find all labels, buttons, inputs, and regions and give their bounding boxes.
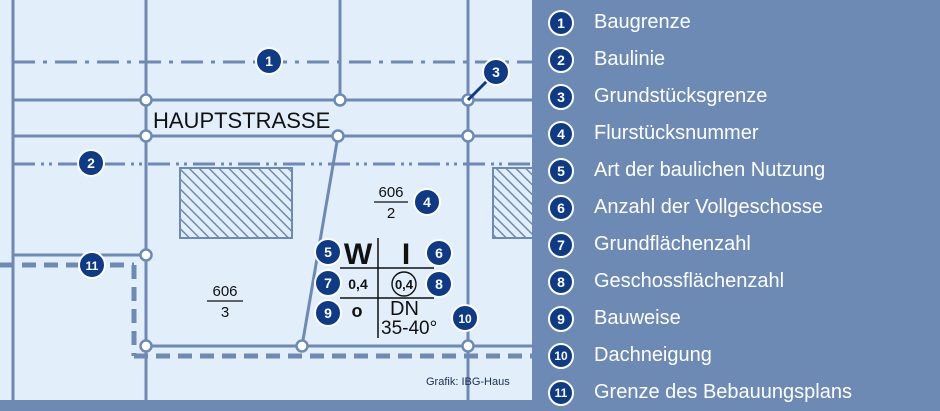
legend-label: Grundstücksgrenze	[594, 85, 768, 107]
legend-item-dachneigung: 10 Dachneigung	[548, 337, 938, 374]
legend-item-grundstuecksgrenze: 3 Grundstücksgrenze	[548, 78, 938, 115]
legend-number-badge: 5	[548, 157, 574, 184]
legend-number-badge: 3	[548, 83, 574, 110]
marker-1: 1	[255, 47, 283, 75]
svg-text:5: 5	[324, 244, 332, 260]
legend-number-badge: 8	[548, 268, 574, 295]
legend-item-bauweise: 9 Bauweise	[548, 300, 938, 337]
grid-lines	[11, 0, 532, 400]
legend-item-grundflaechenzahl: 7 Grundflächenzahl	[548, 226, 938, 263]
marker-2: 2	[77, 149, 105, 177]
legend-label: Anzahl der Vollgeschosse	[594, 196, 824, 218]
legend-label: Geschossflächenzahl	[594, 270, 785, 292]
svg-text:8: 8	[435, 276, 443, 292]
legend-label: Grenze des Bebauungsplans	[594, 381, 852, 403]
svg-text:4: 4	[423, 194, 431, 210]
legend-item-flurstuecksnummer: 4 Flurstücksnummer	[548, 115, 938, 152]
legend-label: Dachneigung	[594, 344, 712, 366]
svg-text:6: 6	[435, 245, 443, 261]
legend-label: Art der baulichen Nutzung	[594, 159, 826, 181]
marker-3: 3	[482, 58, 510, 86]
legend-label: Bauweise	[594, 307, 681, 329]
svg-text:9: 9	[324, 305, 332, 321]
marker-11: 11	[78, 251, 106, 279]
legend-label: Grundflächenzahl	[594, 233, 751, 255]
legend-number-badge: 4	[548, 120, 574, 147]
parcel-number-denominator: 2	[387, 205, 395, 222]
dachneigung-label: DN	[390, 298, 419, 320]
legend-number-badge: 11	[548, 379, 574, 406]
svg-text:11: 11	[86, 259, 99, 273]
legend-number-badge: 1	[548, 9, 574, 36]
building-hatched-left	[179, 167, 293, 239]
bauweise-value: o	[352, 301, 363, 321]
dachneigung-value: 35-40°	[381, 318, 437, 339]
image-credit: Grafik: IBG-Haus	[426, 376, 510, 388]
parcel-number-606-2: 606 2	[374, 184, 408, 222]
legend-item-geschossflaechenzahl: 8 Geschossflächenzahl	[548, 263, 938, 300]
building-hatched-right	[492, 167, 534, 239]
legend-label: Baugrenze	[594, 11, 691, 33]
legend-number-badge: 9	[548, 305, 574, 332]
marker-10: 10	[451, 304, 479, 332]
legend-item-grenze-bebauungsplan: 11 Grenze des Bebauungsplans	[548, 374, 938, 411]
map-markers: 1 2 3 4 5 6 7 8 9 10 11	[77, 47, 510, 332]
gfz-circle	[391, 271, 417, 297]
legend-number-badge: 10	[548, 342, 574, 369]
legend-number-badge: 7	[548, 231, 574, 258]
parcel-number-numerator: 606	[212, 283, 237, 300]
marker-7: 7	[314, 269, 342, 297]
vollgeschosse-value: I	[402, 238, 410, 271]
legend-number-badge: 2	[548, 46, 574, 73]
marker-6: 6	[425, 239, 453, 267]
parcel-number-denominator: 3	[221, 304, 229, 321]
legend-item-baulinie: 2 Baulinie	[548, 41, 938, 78]
legend-number-badge: 6	[548, 194, 574, 221]
legend-item-art-der-nutzung: 5 Art der baulichen Nutzung	[548, 152, 938, 189]
site-plan-map: HAUPTSTRASSE 606 2 606 3 W I 0,4 0,4 o D…	[0, 0, 534, 400]
parcel-number-numerator: 606	[378, 184, 403, 201]
legend: 1 Baugrenze 2 Baulinie 3 Grundstücksgren…	[548, 4, 938, 411]
svg-text:1: 1	[265, 53, 273, 69]
marker-5: 5	[314, 238, 342, 266]
plan-boundary	[0, 262, 532, 359]
legend-label: Flurstücksnummer	[594, 122, 759, 144]
marker-9: 9	[314, 299, 342, 327]
grz-value: 0,4	[348, 276, 368, 292]
legend-item-vollgeschosse: 6 Anzahl der Vollgeschosse	[548, 189, 938, 226]
street-name: HAUPTSTRASSE	[153, 108, 330, 133]
art-der-nutzung-value: W	[344, 238, 373, 271]
legend-item-baugrenze: 1 Baugrenze	[548, 4, 938, 41]
nutzungsschablone: W I 0,4 0,4 o DN 35-40°	[340, 238, 437, 339]
svg-text:10: 10	[458, 312, 472, 326]
marker-4: 4	[413, 188, 441, 216]
marker-8: 8	[425, 270, 453, 298]
parcel-number-606-3: 606 3	[207, 283, 243, 321]
svg-text:2: 2	[87, 155, 95, 171]
svg-text:3: 3	[492, 64, 500, 80]
legend-label: Baulinie	[594, 48, 666, 70]
gfz-value: 0,4	[395, 277, 414, 292]
svg-text:7: 7	[324, 275, 332, 291]
